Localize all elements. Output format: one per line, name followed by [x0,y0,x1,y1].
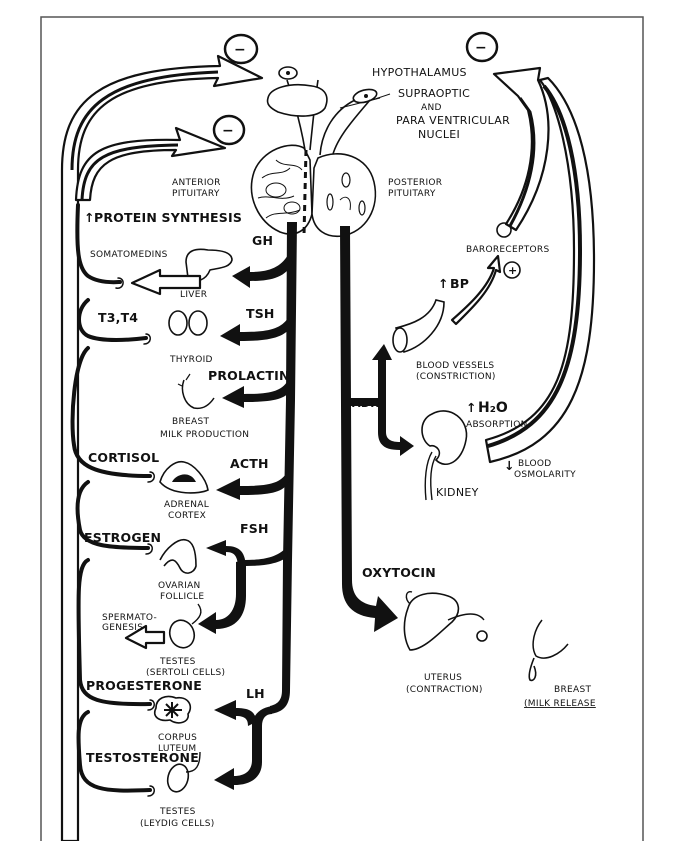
svg-text:−: − [234,42,246,58]
corpus-label: Corpus [158,733,197,743]
anterior-pituitary-label-2: Pituitary [172,189,220,199]
tsh-arrow [220,318,292,346]
testes-sertoli-label: Testes [159,657,196,667]
protein-synthesis-arrow: ↑ [84,210,95,225]
h2o-label: H₂O [478,400,508,416]
baroreceptor-icon [496,222,512,238]
breast-organ [177,373,215,410]
hormone-label-tsh: TSH [246,306,275,321]
uterus-label: Uterus [424,673,462,683]
kidney-organ [421,410,468,501]
adrenal-label: Adrenal [164,500,209,510]
nuclei-label-3: Para ventricular [396,114,510,127]
t3-t4-label: T3,T4 [98,310,138,325]
cortisol-label: Cortisol [88,450,159,465]
svg-text:+: + [508,264,518,277]
somatomedins-label: Somatomedins [90,250,168,260]
adh-arrow [348,344,414,456]
feedback-arrow-to-pituitary [74,126,227,202]
osmolarity-label-1: Blood [518,459,551,469]
testosterone-label: Testosterone [86,750,199,765]
lh-arrow [214,706,272,790]
somatomedins-arrow [130,268,202,296]
posterior-pituitary-label-1: Posterior [388,178,442,188]
adh-label: ADH [352,397,380,410]
posterior-pituitary-label-2: Pituitary [388,189,436,199]
hypothalamus-label: Hypothalamus [372,66,467,79]
branch-arrows [198,255,293,790]
negative-feedback-badge-posterior: − [465,31,499,63]
protein-synthesis-label: Protein Synthesis [94,210,242,225]
testes-leydig-label: Testes [159,807,196,817]
testes-leydig-organ [166,751,201,793]
thyroid-organ [168,310,208,336]
liver-organ [185,248,233,282]
thyroid-label: Thyroid [169,355,213,365]
cortex-label: Cortex [168,511,206,521]
hormone-label-acth: ACTH [230,456,269,471]
adrenal-cortex-organ [159,460,209,494]
corpus-luteum-organ [154,695,192,724]
nuclei-label-4: Nuclei [418,128,460,141]
bp-up-arrow: ↑ [438,276,449,291]
posterior-hormone-trunk [340,226,398,632]
h2o-up-arrow: ↑ [466,400,477,415]
blood-vessels-label-2: (constriction) [416,372,496,382]
feedback-arrow-to-hypothalamus [60,54,264,843]
progesterone-label: Progesterone [86,678,202,693]
anterior-hormone-trunk [270,222,297,714]
luteum-label: Luteum [158,744,197,754]
blood-vessels-label-1: Blood vessels [416,361,494,371]
spermatogenesis-label-1: Spermato- [102,613,157,623]
ovarian-label: Ovarian [158,581,201,591]
acth-arrow [216,470,290,500]
negative-feedback-badge-pituitary: − [212,114,246,146]
nuclei-label-2: and [421,103,442,113]
feedback-loops-left [70,203,155,797]
hormone-label-gh: GH [252,233,273,248]
contraction-label: (contraction) [406,685,483,695]
estrogen-label: Estrogen [84,530,161,545]
absorption-label: Absorption [466,420,528,430]
hormone-label-fsh: FSH [240,521,269,536]
hormone-label-lh: LH [246,686,265,701]
milk-production-label: Milk Production [160,430,249,440]
milk-release-label: (Milk release [524,699,596,709]
posterior-pituitary-lobe [311,153,377,238]
leydig-cells-label: (Leydig cells) [140,819,215,829]
breast-label: Breast [172,417,209,427]
prolactin-arrow [222,380,291,408]
uterus-organ [403,591,488,651]
breast-milk-release-organ [528,619,569,682]
breast-release-label: Breast [554,685,591,695]
oxytocin-label: Oxytocin [362,565,436,580]
negative-feedback-badge-hypothalamus: − [223,33,259,65]
follicle-label: Follicle [160,592,204,602]
spermatogenesis-arrow [124,624,166,650]
nuclei-label-1: Supraoptic [398,87,470,100]
page-frame [40,16,644,841]
spermatogenesis-label-2: genesis [102,623,143,633]
blood-vessel-organ [392,299,445,353]
bp-label: BP [450,276,469,291]
osmolarity-down-arrow: ↓ [504,458,515,473]
positive-feedback-badge: + [503,261,521,279]
testes-sertoli-organ [168,603,202,649]
osmolarity-label-2: osmolarity [514,470,576,480]
baroreceptors-label: Baroreceptors [466,245,549,255]
ovarian-follicle-organ [159,538,197,574]
liver-label: Liver [180,290,207,300]
hormone-label-prolactin: Prolactin [208,368,290,383]
svg-text:−: − [222,123,234,139]
sertoli-cells-label: (Sertoli cells) [146,668,225,678]
anterior-pituitary-label-1: Anterior [172,178,221,188]
gh-arrow [232,255,293,288]
bp-arrow [450,254,502,326]
kidney-label: Kidney [436,486,479,499]
pituitary-gland [250,66,391,238]
svg-text:−: − [475,40,487,56]
baroreceptor-feedback-arrow [492,66,550,232]
fsh-arrow [198,548,288,634]
